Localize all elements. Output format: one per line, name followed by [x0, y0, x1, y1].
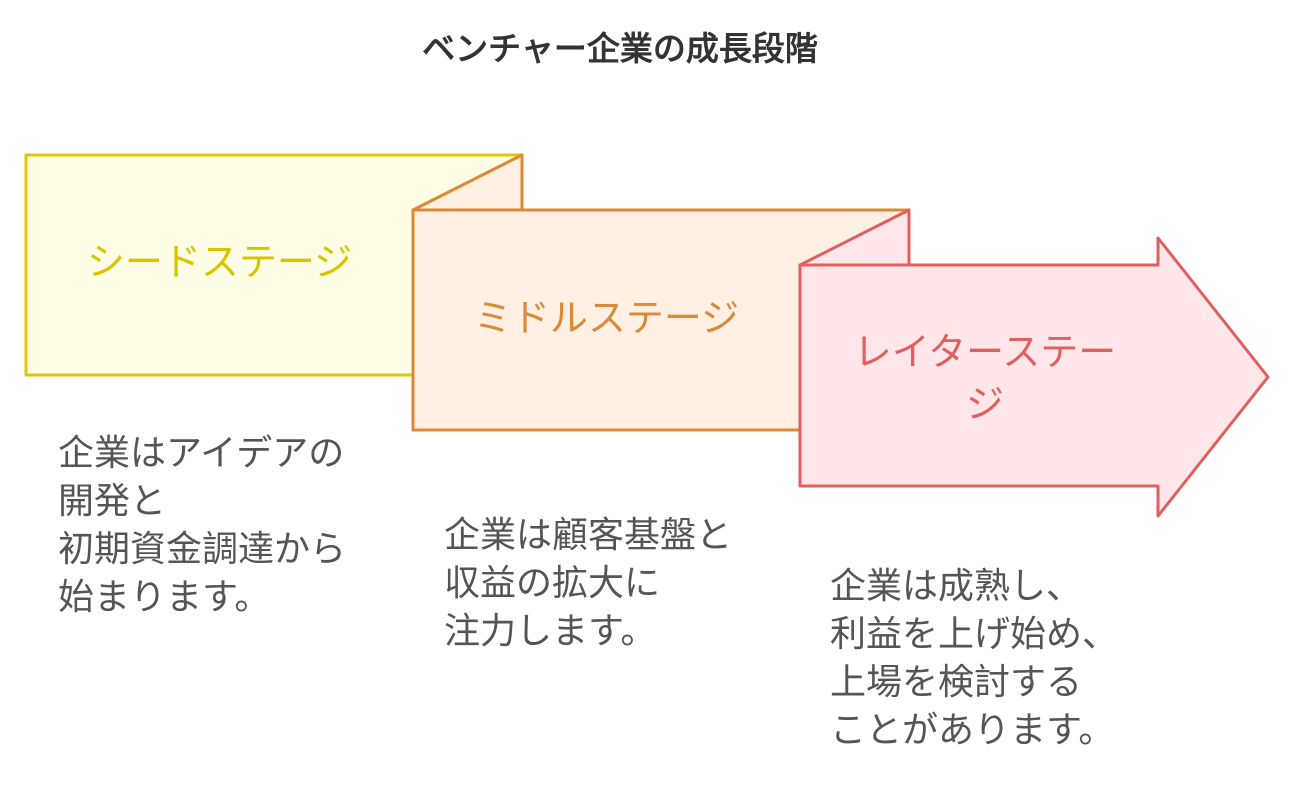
later-stage-fold [798, 208, 911, 267]
later-stage-label: レイターステー ジ [853, 330, 1117, 426]
middle-stage-fold [411, 153, 524, 212]
middle-stage-description: 企業は顧客基盤と 収益の拡大に 注力します。 [444, 515, 733, 652]
later-stage-shape [798, 208, 1270, 518]
seed-stage-label: シードステージ [86, 240, 353, 284]
middle-stage-label: ミドルステージ [473, 296, 740, 340]
later-stage-description: 企業は成熟し、 利益を上げ始め、 上場を検討する ことがあります。 [830, 566, 1119, 751]
seed-stage-description: 企業はアイデアの 開発と 初期資金調達から 始まります。 [58, 433, 347, 618]
later-stage-arrow [798, 236, 1270, 518]
diagram-title: ベンチャー企業の成長段階 [422, 29, 818, 68]
